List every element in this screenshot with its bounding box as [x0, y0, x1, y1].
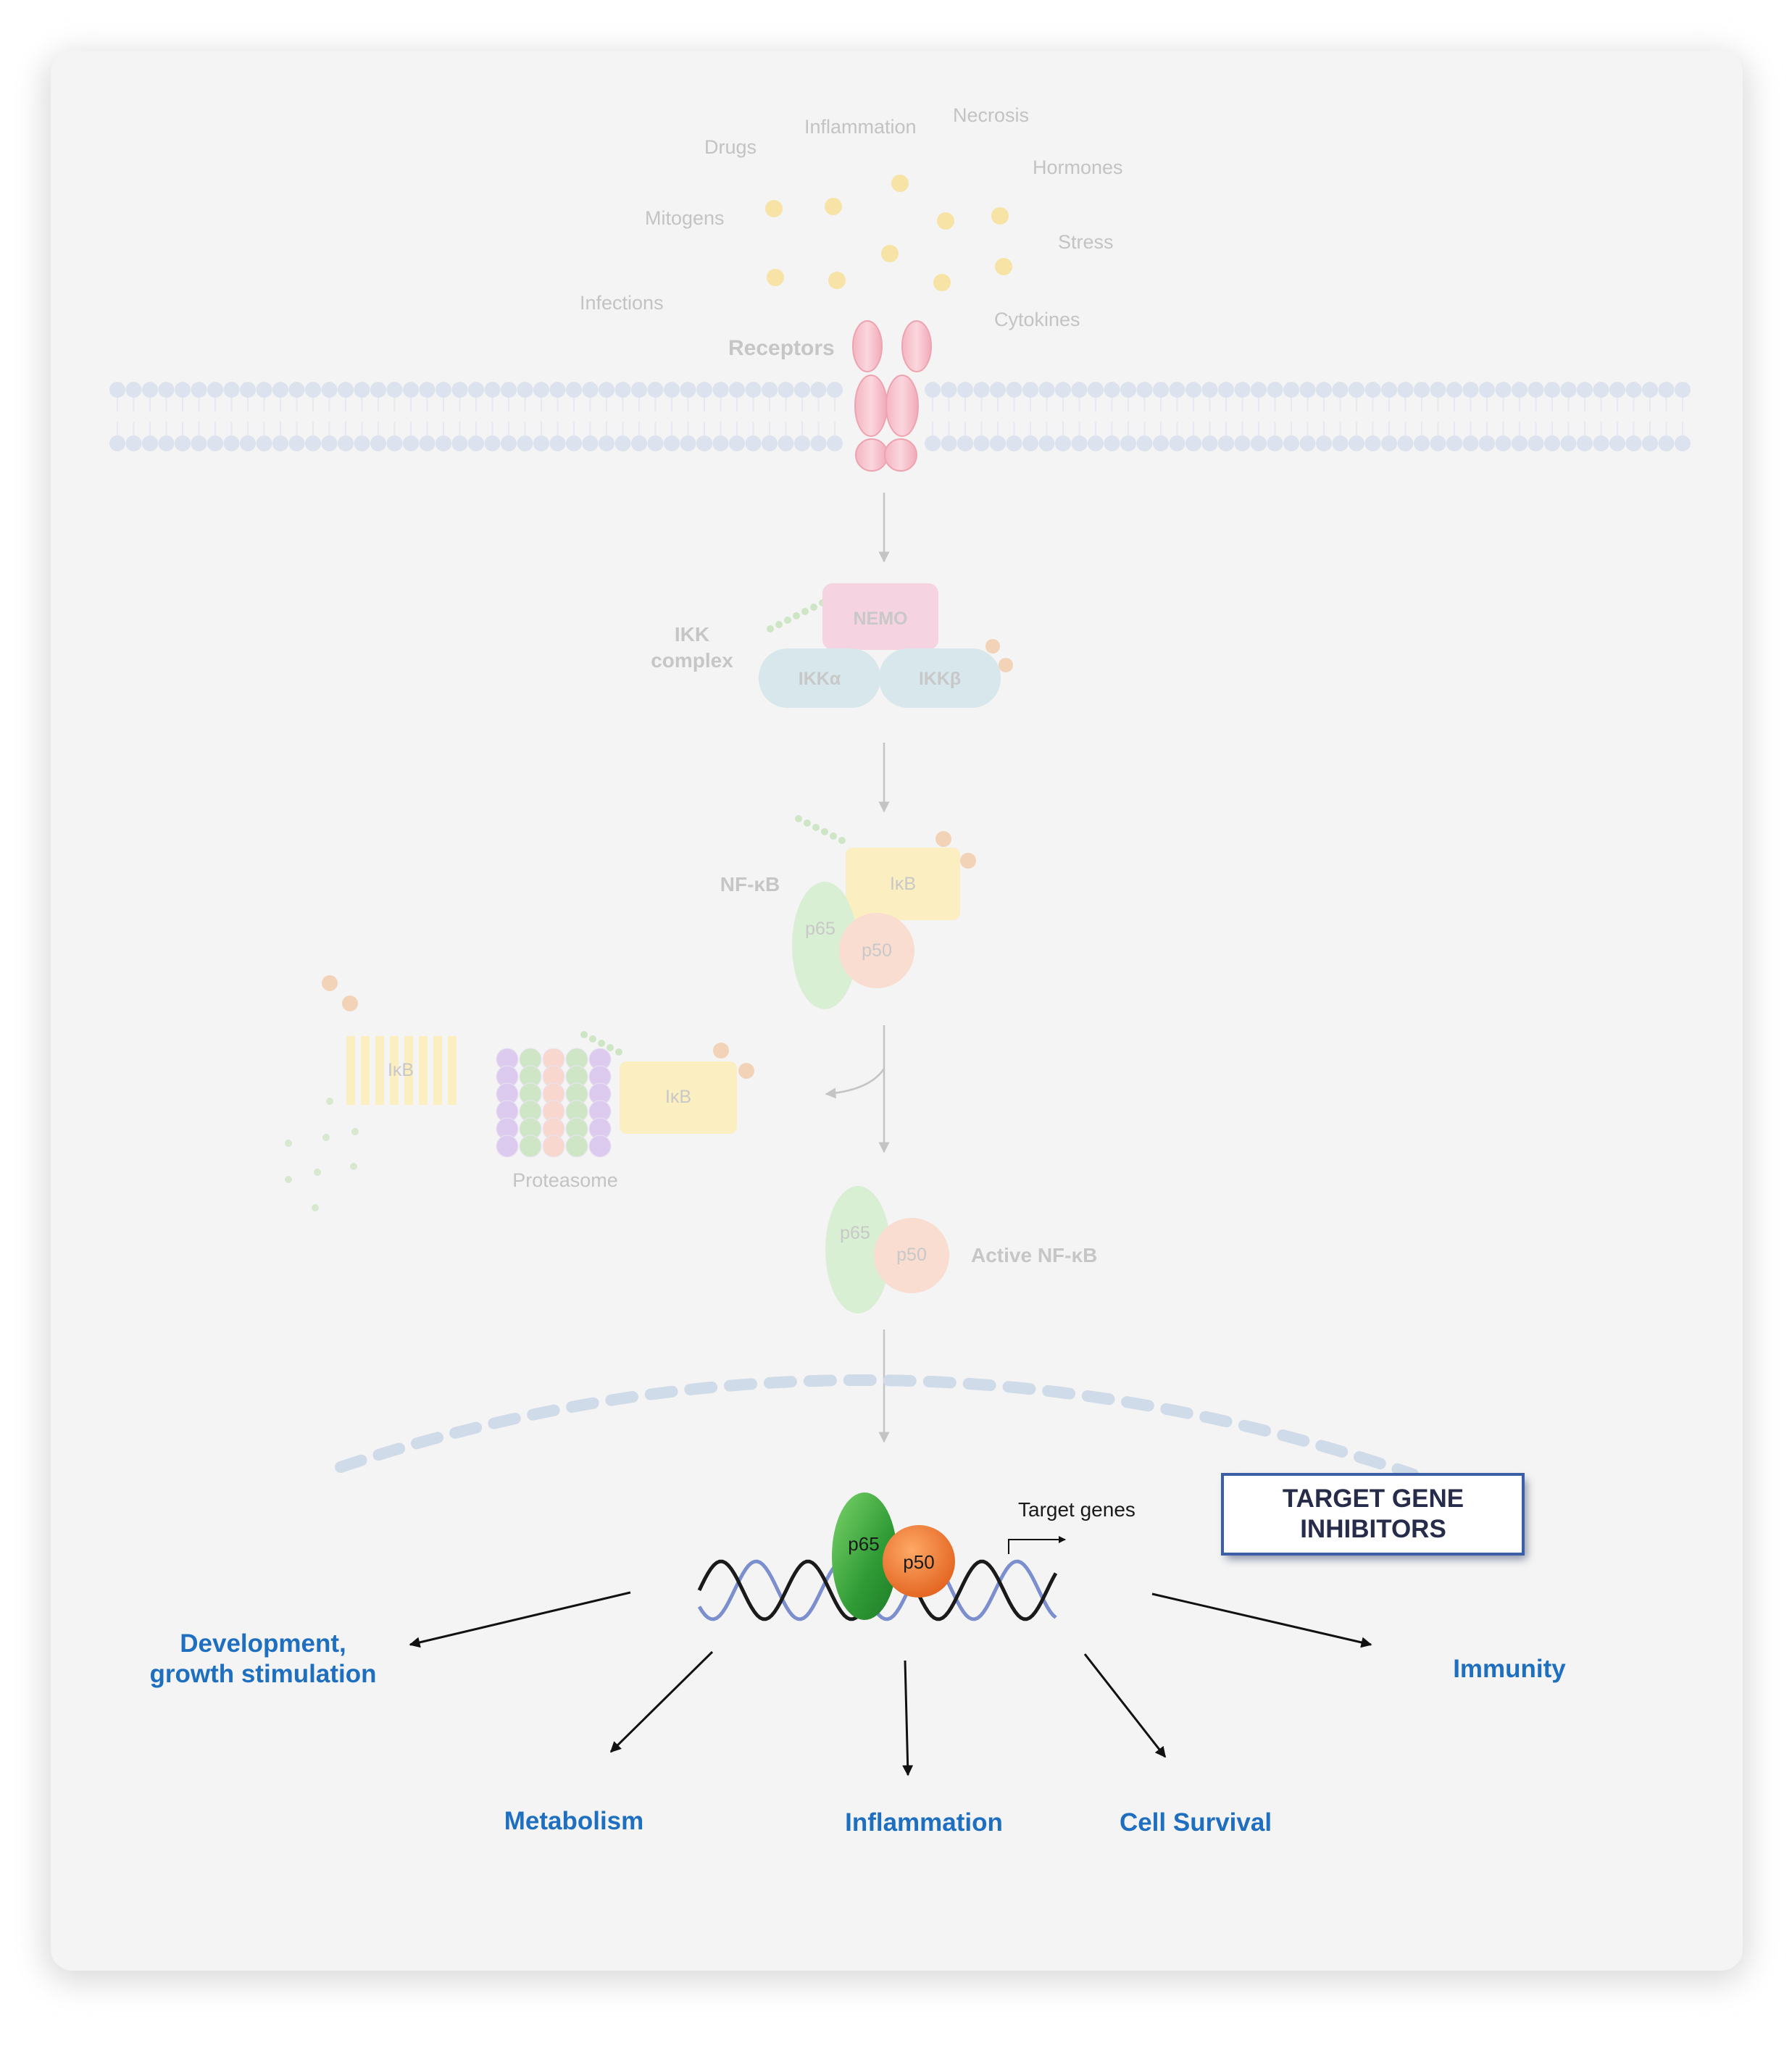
outcome-inflammation: Inflammation [845, 1808, 1003, 1837]
ikb-fragments: IκB [285, 975, 457, 1211]
stimulus-necrosis: Necrosis [953, 104, 1029, 126]
p65-label: p65 [848, 1533, 879, 1555]
transcription-start-arrow [1008, 1536, 1066, 1554]
outcome-arrows [409, 1591, 1372, 1776]
stimulus-inflammation: Inflammation [804, 116, 917, 138]
p50-faint-label: p50 [862, 940, 892, 961]
stimuli-labels: Drugs Inflammation Necrosis Hormones Mit… [580, 104, 1123, 330]
p65-active-label: p65 [840, 1223, 870, 1243]
inhibitors-line1: TARGET GENE [1283, 1485, 1464, 1513]
ikb-degraded-shape [620, 1061, 737, 1134]
p65-faint-label: p65 [805, 919, 835, 939]
ikk-alpha-shape [759, 648, 880, 708]
ikb-striped-shape [346, 1036, 457, 1105]
proteasome-label: Proteasome [512, 1169, 618, 1191]
ikk-complex: NEMO IKKα IKKβ [759, 583, 1013, 708]
background-panel [45, 51, 1748, 1982]
cell-membrane [109, 382, 1691, 451]
p50-label: p50 [903, 1551, 934, 1573]
stimulus-infections: Infections [580, 292, 664, 314]
p50-faint-shape [839, 913, 914, 988]
ikk-beta-label: IKKβ [919, 669, 961, 689]
target-genes-label: Target genes [1018, 1498, 1135, 1521]
nfkb-ikb-complex: IκB p65 p50 [792, 815, 976, 1009]
target-gene-inhibitors-box: TARGET GENE INHIBITORS [1221, 1473, 1527, 1559]
ikb-degraded-label: IκB [665, 1087, 691, 1107]
arrow-to-inflammation [902, 1660, 914, 1776]
nemo-label: NEMO [854, 609, 908, 629]
ubiquitin-chain-ikk [767, 599, 826, 632]
ikb-fragment-label: IκB [388, 1060, 414, 1080]
p65-faint-shape [792, 882, 857, 1009]
ikk-alpha-label: IKKα [799, 669, 841, 689]
ikb-label: IκB [890, 874, 916, 894]
receptors-label: Receptors [728, 336, 835, 360]
nemo-shape [822, 583, 938, 650]
nfkb-label: NF-κB [720, 873, 780, 895]
p50-shape [883, 1525, 955, 1598]
stimulus-mitogens: Mitogens [645, 207, 725, 229]
outcome-metabolism: Metabolism [504, 1807, 644, 1835]
stimulus-stress: Stress [1058, 231, 1114, 253]
ligand-dots [765, 175, 1012, 291]
stimulus-hormones: Hormones [1033, 156, 1123, 178]
outcome-development-line1: Development, [180, 1629, 346, 1658]
stimulus-cytokines: Cytokines [994, 309, 1080, 330]
active-nfkb: p65 p50 [825, 1186, 949, 1314]
ikb-shape [846, 848, 960, 920]
dna-bound-nfkb: p65 p50 [832, 1492, 955, 1620]
ubiquitin-chain-nfkb [795, 815, 846, 844]
ubiquitin-chain-proteasome [580, 1031, 622, 1056]
arrow-to-cell-survival [1083, 1653, 1167, 1758]
outcome-development-line2: growth stimulation [149, 1660, 376, 1688]
ikk-label-line2: complex [651, 649, 733, 672]
ikk-beta-shape [879, 648, 1001, 708]
nuclear-envelope [335, 1374, 1419, 1480]
p65-shape [832, 1492, 897, 1620]
arrow-to-metabolism [609, 1650, 714, 1753]
arrow-to-development [409, 1591, 631, 1648]
active-nfkb-label: Active NF-κB [971, 1244, 1097, 1266]
arrow-to-proteasome [825, 1068, 885, 1099]
inhibitors-line2: INHIBITORS [1300, 1515, 1446, 1543]
proteasome: IκB [496, 1031, 754, 1158]
p50-active-faint-shape [874, 1218, 949, 1293]
outcome-cell-survival: Cell Survival [1120, 1808, 1272, 1837]
arrow-to-immunity [1151, 1592, 1372, 1648]
stimulus-drugs: Drugs [704, 136, 757, 158]
receptor [852, 320, 932, 472]
p50-active-label: p50 [896, 1245, 927, 1265]
ikk-label-line1: IKK [675, 623, 709, 646]
p65-active-faint-shape [825, 1186, 891, 1314]
outcome-immunity: Immunity [1453, 1655, 1566, 1683]
